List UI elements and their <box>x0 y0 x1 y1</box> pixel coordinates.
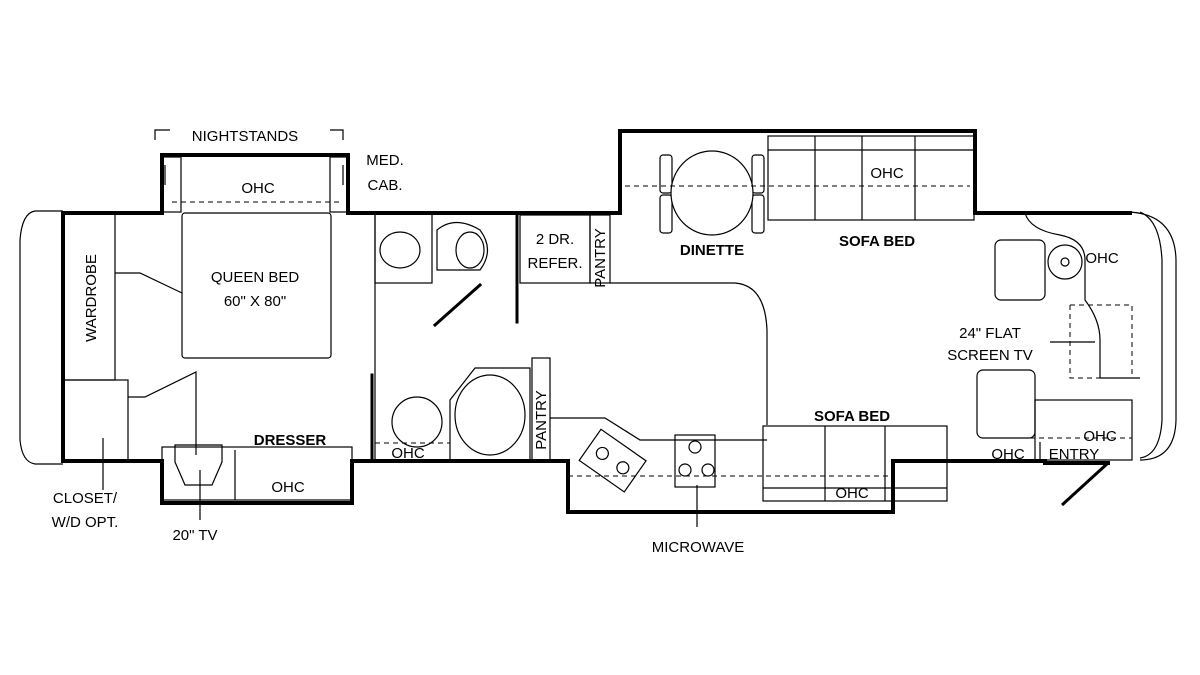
label-dinette: DINETTE <box>680 242 744 259</box>
label-sofa-bed: SOFA BED <box>814 408 890 425</box>
pantry-refer[interactable] <box>589 214 611 284</box>
sofa-bed-bottom[interactable] <box>762 425 948 502</box>
queen-bed <box>181 212 332 359</box>
label-flat-tv: SCREEN TV <box>947 347 1033 364</box>
label-entry: ENTRY <box>1049 446 1100 463</box>
label-closet: W/D OPT. <box>52 514 119 531</box>
label-bed-size: 60" X 80" <box>224 293 286 310</box>
label-ohc: OHC <box>271 479 305 496</box>
label-closet: CLOSET/ <box>53 490 118 507</box>
entry-door[interactable] <box>1060 461 1110 507</box>
label-ohc: OHC <box>391 445 425 462</box>
sofa-cushions <box>763 426 947 501</box>
label-ohc: OHC <box>991 446 1025 463</box>
tub-basin <box>454 374 526 456</box>
ohc-line-cockpit <box>1069 304 1133 379</box>
pantry-bath[interactable] <box>531 357 551 462</box>
front-cap-inner <box>1139 211 1163 459</box>
stove <box>674 434 716 488</box>
label-flat-tv: 24" FLAT <box>959 325 1021 342</box>
label-ohc: OHC <box>870 165 904 182</box>
tub <box>449 367 531 462</box>
kitchen-sink <box>578 428 647 493</box>
label-nightstands: NIGHTSTANDS <box>192 128 298 145</box>
nightstand-arrows <box>164 165 344 185</box>
exterior-wall-top <box>61 129 1132 215</box>
galley-counter <box>550 417 767 441</box>
dinette-chair <box>659 154 673 194</box>
closet[interactable] <box>62 379 129 462</box>
burner <box>678 463 692 477</box>
label-sofa-bed: SOFA BED <box>839 233 915 250</box>
label-med-cab: MED. <box>366 152 404 169</box>
nightstand-left <box>162 156 182 213</box>
lavatory <box>374 212 433 284</box>
exterior-wall-bottom <box>61 459 1047 514</box>
burner <box>688 440 702 454</box>
refrigerator <box>519 214 591 284</box>
steering-hub <box>1060 257 1070 267</box>
driver-seat[interactable] <box>994 239 1046 301</box>
steering-wheel <box>1047 244 1083 280</box>
bedroom-doors <box>115 272 197 455</box>
lav-sink <box>379 231 421 269</box>
label-pantry: PANTRY <box>533 390 550 449</box>
toilet <box>436 221 489 271</box>
bath-door[interactable] <box>432 282 483 328</box>
passenger-seat[interactable] <box>976 369 1036 439</box>
dinette-chair <box>751 194 765 234</box>
label-refer: 2 DR. <box>536 231 574 248</box>
dinette-chair <box>659 194 673 234</box>
label-tv: 20" TV <box>172 527 217 544</box>
label-med-cab: CAB. <box>367 177 402 194</box>
label-ohc: OHC <box>1083 428 1117 445</box>
dresser[interactable] <box>161 446 353 501</box>
label-microwave: MICROWAVE <box>652 539 745 556</box>
dinette-chair <box>751 154 765 194</box>
label-ohc: OHC <box>835 485 869 502</box>
label-ohc: OHC <box>241 180 275 197</box>
label-refer: REFER. <box>527 255 582 272</box>
sofa-cushions <box>768 136 974 220</box>
bath-sink <box>391 396 443 448</box>
rear-cap <box>19 210 63 465</box>
label-ohc: OHC <box>1085 250 1119 267</box>
label-queen-bed: QUEEN BED <box>211 269 300 286</box>
sofa-bed-top[interactable] <box>767 135 975 221</box>
label-pantry: PANTRY <box>592 228 609 287</box>
nightstands-bracket <box>154 129 344 140</box>
tv-20 <box>174 444 223 486</box>
burner <box>701 463 715 477</box>
nightstand-right <box>329 156 348 213</box>
label-dresser: DRESSER <box>254 432 327 449</box>
toilet-bowl <box>455 231 485 269</box>
dash <box>1024 212 1140 379</box>
label-wardrobe: WARDROBE <box>83 254 100 342</box>
front-cap <box>1129 211 1177 461</box>
galley-counter-edge <box>610 282 768 425</box>
dinette-table <box>670 150 754 236</box>
entry-step <box>1034 399 1133 461</box>
